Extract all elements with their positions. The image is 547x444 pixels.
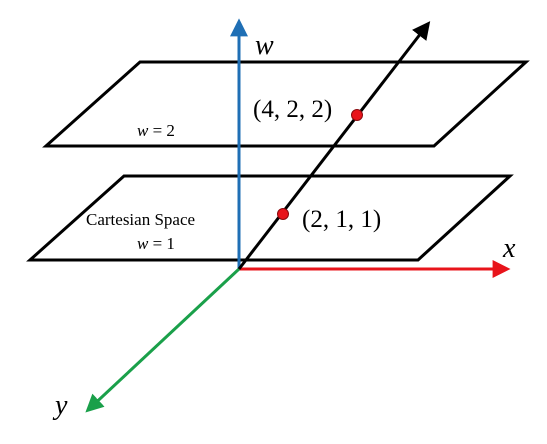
point-2-1-1 bbox=[277, 208, 289, 220]
point-label-2-1-1: (2, 1, 1) bbox=[302, 206, 381, 233]
point-label-4-2-2: (4, 2, 2) bbox=[253, 96, 332, 123]
w-axis-label: w bbox=[255, 30, 274, 61]
plane-w2-label: w = 2 bbox=[137, 121, 175, 140]
projection-ray bbox=[237, 21, 431, 270]
y-axis-label: y bbox=[52, 390, 68, 421]
plane-w1 bbox=[26, 174, 514, 262]
plane-w1-label: w = 1 bbox=[137, 234, 175, 253]
point-4-2-2 bbox=[351, 109, 363, 121]
x-axis-label: x bbox=[502, 233, 516, 264]
cartesian-space-label: Cartesian Space bbox=[86, 210, 195, 229]
y-axis bbox=[85, 267, 241, 413]
